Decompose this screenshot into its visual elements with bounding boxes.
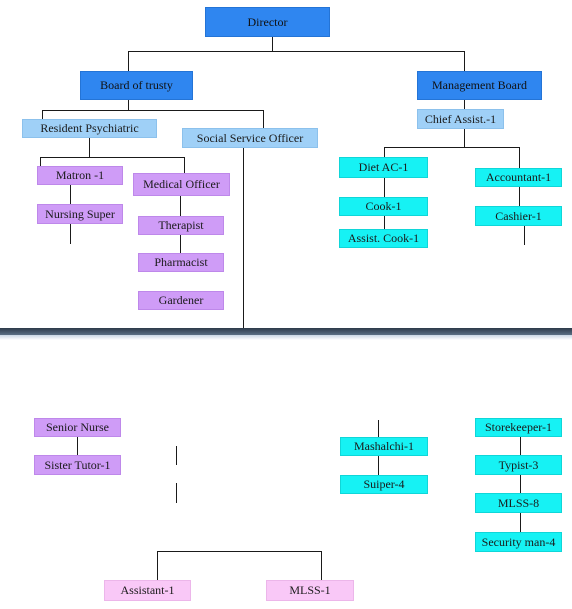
- management-board-box: Management Board: [417, 71, 542, 100]
- connector-line: [70, 185, 71, 204]
- connector-line: [519, 187, 520, 206]
- connector-line: [272, 37, 273, 51]
- connector-line: [128, 51, 465, 52]
- accountant-box: Accountant-1: [475, 168, 562, 187]
- connector-line: [519, 147, 520, 168]
- connector-line: [40, 157, 185, 158]
- mlss-8-box: MLSS-8: [475, 493, 562, 513]
- assist-cook-box: Assist. Cook-1: [339, 229, 428, 248]
- medical-officer-box: Medical Officer: [133, 173, 230, 196]
- connector-line: [184, 157, 185, 173]
- connector-line: [520, 513, 521, 532]
- connector-line: [42, 110, 264, 111]
- typist-box: Typist-3: [475, 455, 562, 475]
- connector-line: [378, 420, 379, 437]
- senior-nurse-box: Senior Nurse: [34, 418, 121, 437]
- board-of-trusty-box: Board of trusty: [80, 71, 193, 100]
- connector-line: [384, 178, 385, 197]
- connector-line: [263, 110, 264, 128]
- connector-line: [77, 437, 78, 455]
- suiper-box: Suiper-4: [340, 475, 428, 494]
- connector-line: [42, 110, 43, 119]
- connector-line: [128, 100, 129, 110]
- connector-line: [180, 235, 181, 253]
- slide-separator: [0, 328, 572, 335]
- gardener-box: Gardener: [138, 291, 224, 310]
- connector-line: [243, 148, 244, 330]
- connector-line: [384, 147, 520, 148]
- director-box: Director: [205, 7, 330, 37]
- connector-line: [70, 224, 71, 244]
- connector-line: [520, 437, 521, 455]
- nursing-super-box: Nursing Super: [37, 204, 123, 224]
- social-service-officer-box: Social Service Officer: [182, 128, 318, 148]
- connector-line: [89, 138, 90, 157]
- connector-line: [321, 551, 322, 580]
- connector-line: [176, 483, 177, 503]
- mashalchi-box: Mashalchi-1: [340, 437, 428, 456]
- connector-line: [464, 51, 465, 71]
- storekeeper-box: Storekeeper-1: [475, 418, 562, 437]
- connector-line: [520, 475, 521, 493]
- connector-line: [378, 456, 379, 475]
- slide-separator-shadow: [0, 335, 572, 340]
- connector-line: [464, 100, 465, 109]
- connector-line: [384, 147, 385, 157]
- matron-box: Matron -1: [37, 166, 123, 185]
- security-man-box: Security man-4: [475, 532, 562, 552]
- connector-line: [180, 196, 181, 216]
- diet-ac-box: Diet AC-1: [339, 157, 428, 178]
- assistant-box: Assistant-1: [104, 580, 191, 601]
- cook-box: Cook-1: [339, 197, 428, 216]
- connector-line: [464, 129, 465, 147]
- connector-line: [157, 551, 322, 552]
- connector-line: [524, 226, 525, 245]
- resident-psychiatric-box: Resident Psychiatric: [22, 119, 157, 138]
- pharmacist-box: Pharmacist: [138, 253, 224, 272]
- connector-line: [384, 216, 385, 229]
- cashier-box: Cashier-1: [475, 206, 562, 226]
- connector-line: [40, 157, 41, 166]
- connector-line: [128, 51, 129, 71]
- therapist-box: Therapist: [138, 216, 224, 235]
- chief-assist-box: Chief Assist.-1: [417, 109, 504, 129]
- sister-tutor-box: Sister Tutor-1: [34, 455, 121, 475]
- connector-line: [157, 551, 158, 580]
- mlss-1-box: MLSS-1: [266, 580, 354, 601]
- connector-line: [176, 446, 177, 465]
